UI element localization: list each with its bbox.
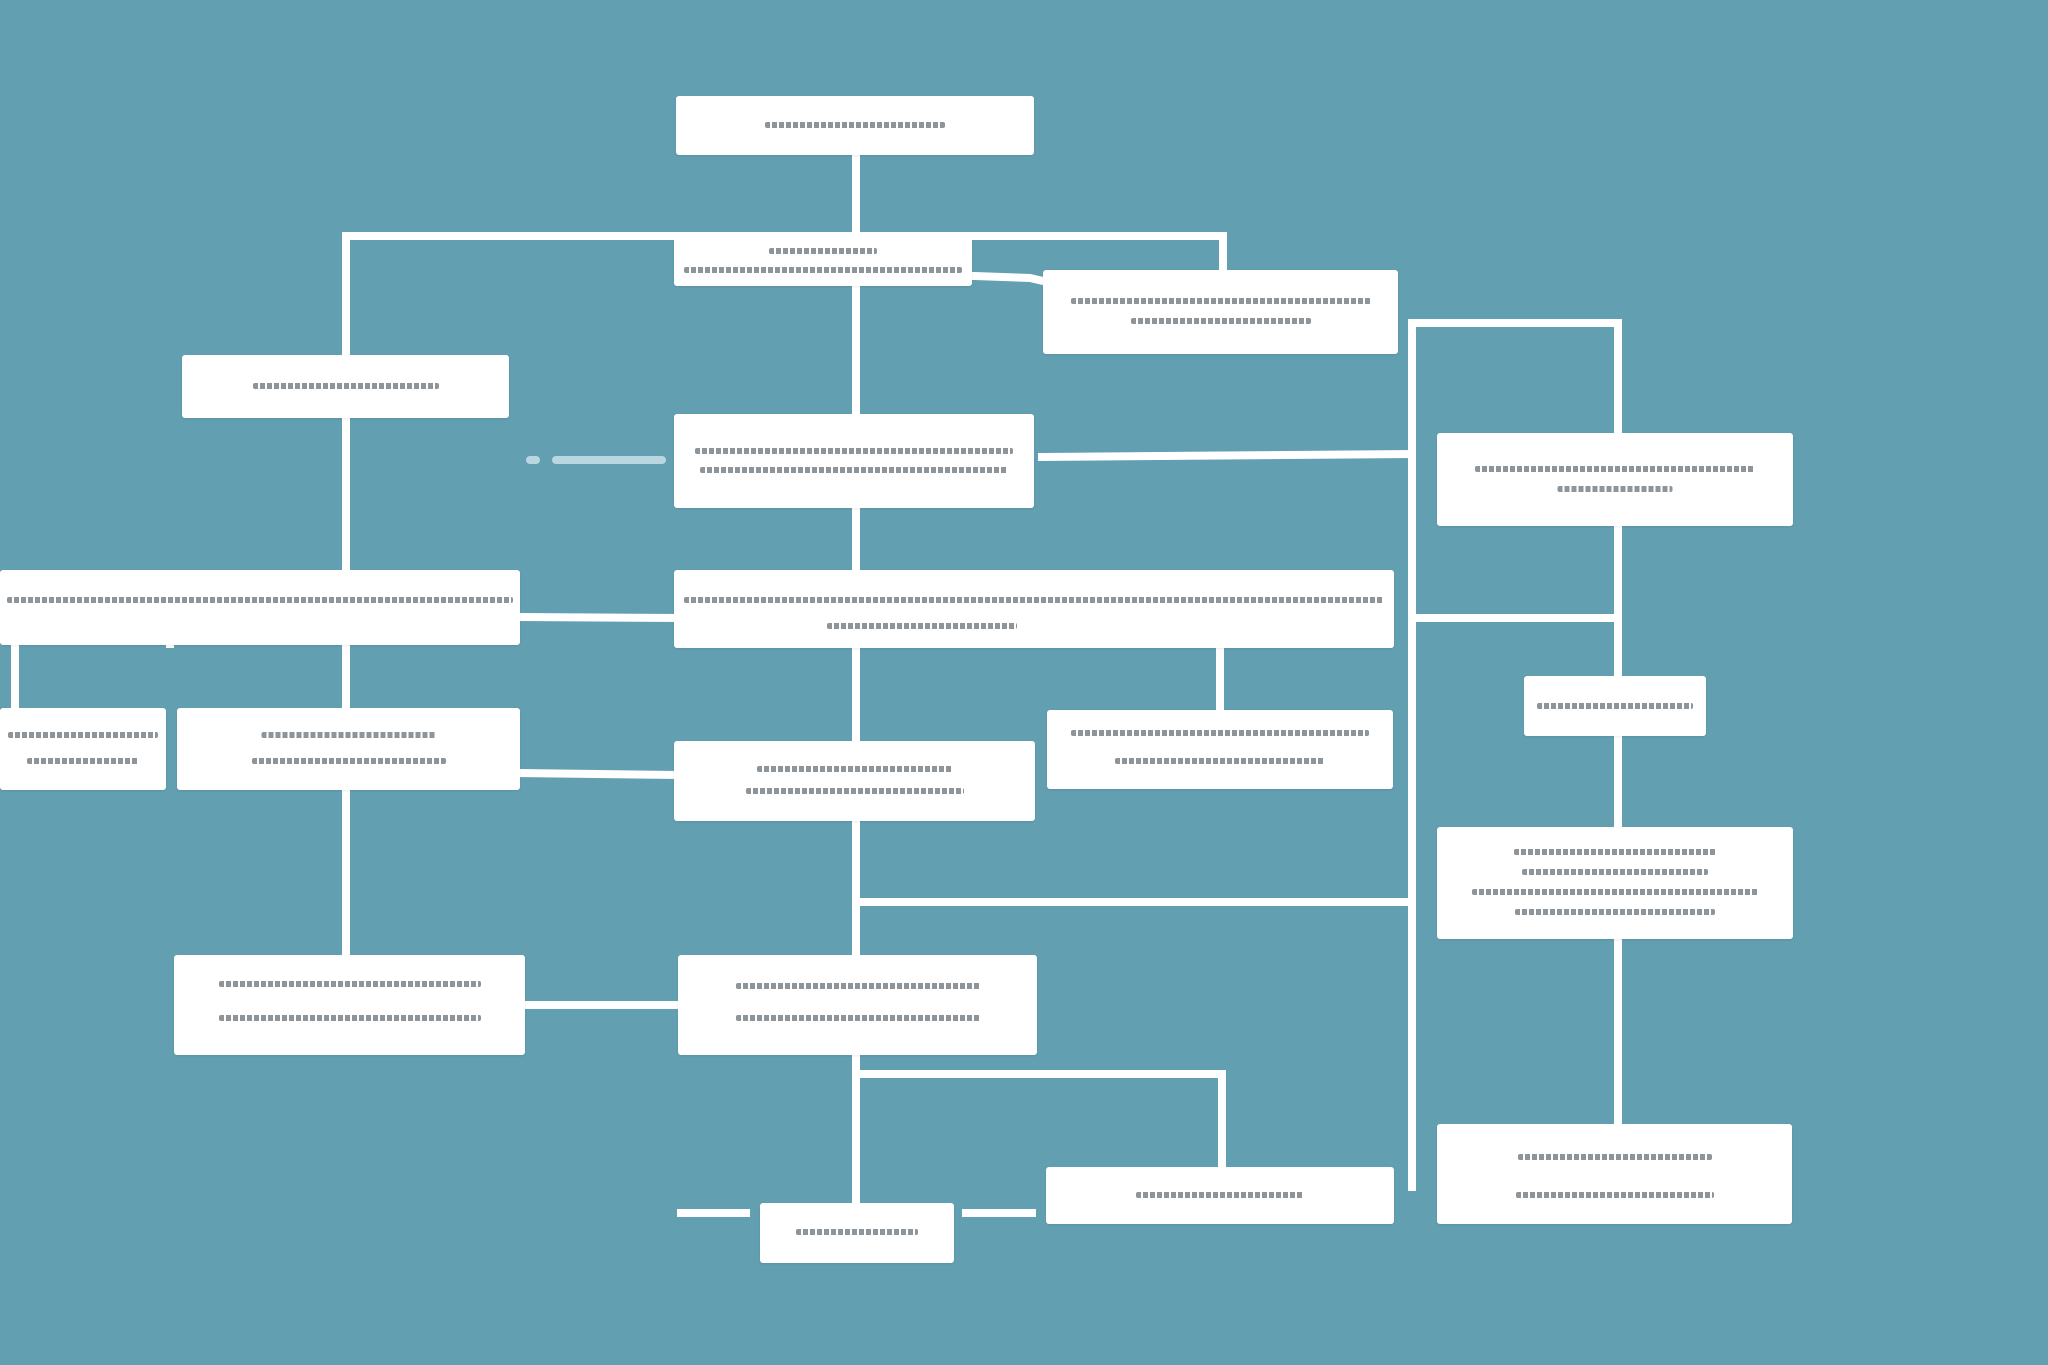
node-far-right-bottom <box>1437 1124 1792 1224</box>
connector <box>515 768 683 780</box>
node-center-bottom <box>678 955 1037 1055</box>
node-far-right-top <box>1437 433 1793 526</box>
node-left-edge-small <box>0 708 166 790</box>
node-left-wide-bar <box>0 570 520 645</box>
node-far-right-small <box>1524 676 1706 736</box>
node-root <box>676 96 1034 155</box>
node-center-wide-bar <box>674 570 1394 648</box>
node-center-lower <box>674 741 1035 821</box>
node-left-mid <box>177 708 520 790</box>
node-bottom-small <box>760 1203 954 1263</box>
node-center-mid <box>674 414 1034 508</box>
node-left-bottom <box>174 955 525 1055</box>
connector <box>1037 449 1417 462</box>
connector <box>515 612 683 623</box>
node-bottom-right <box>1046 1167 1394 1224</box>
node-branch-hub <box>674 238 972 286</box>
node-upper-right <box>1043 270 1398 354</box>
node-left-top <box>182 355 509 418</box>
connector <box>970 271 1048 286</box>
connector <box>852 1070 1226 1209</box>
node-far-right-large <box>1437 827 1793 939</box>
node-right-mid <box>1047 710 1393 789</box>
